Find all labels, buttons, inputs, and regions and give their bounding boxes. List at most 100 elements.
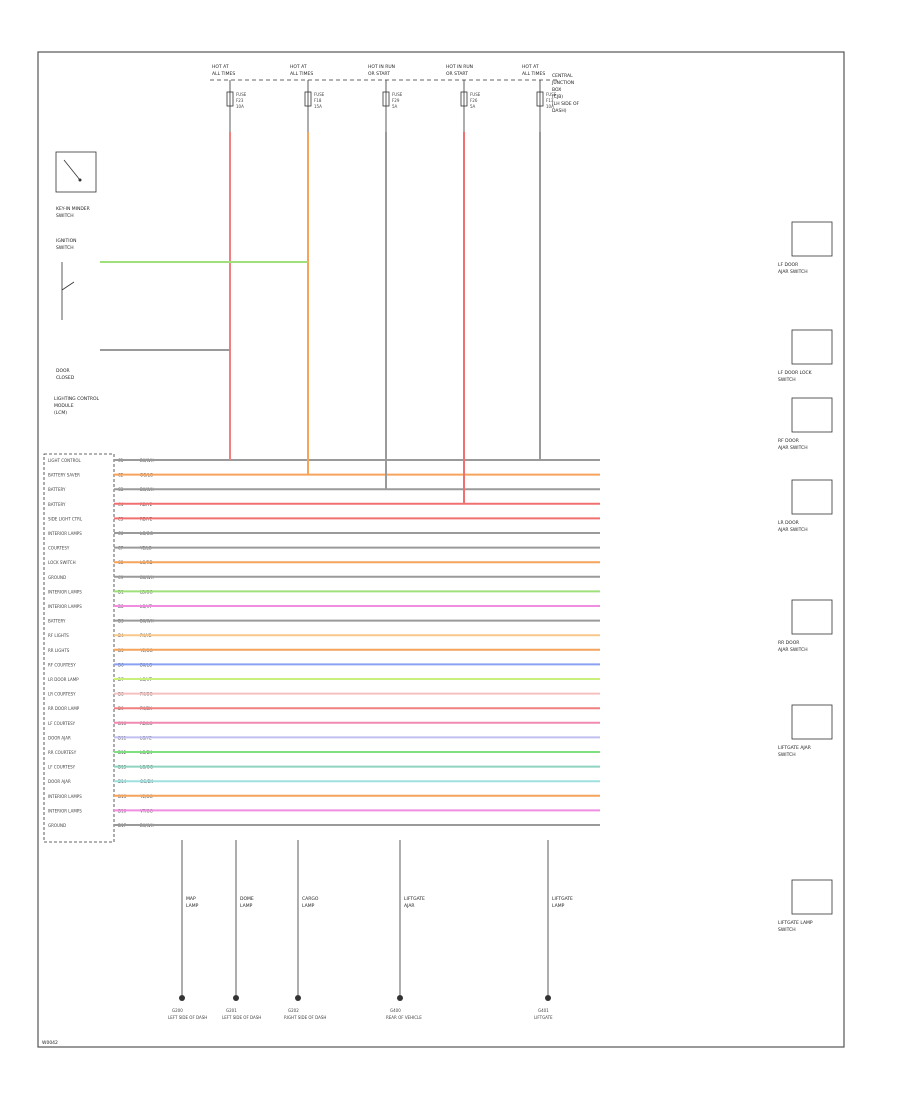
svg-text:LIGHTING CONTROL: LIGHTING CONTROL [54,396,100,402]
svg-text:AJAR: AJAR [404,903,415,909]
svg-text:SWITCH: SWITCH [56,245,74,251]
svg-text:RIGHT SIDE OF DASH: RIGHT SIDE OF DASH [284,1015,326,1020]
svg-text:INTERIOR LAMPS: INTERIOR LAMPS [48,531,82,536]
svg-text:BATTERY: BATTERY [48,487,66,492]
svg-text:SWITCH: SWITCH [56,213,74,219]
svg-text:FUSE: FUSE [236,92,247,97]
svg-text:AJAR SWITCH: AJAR SWITCH [778,527,808,533]
svg-text:GROUND: GROUND [48,823,66,828]
svg-text:LAMP: LAMP [240,903,253,909]
svg-text:MAP: MAP [186,896,196,902]
svg-text:CENTRAL: CENTRAL [552,73,573,79]
svg-text:RF COURTESY: RF COURTESY [48,662,76,667]
svg-text:(CJB): (CJB) [552,94,563,100]
svg-text:RF LIGHTS: RF LIGHTS [48,633,69,638]
svg-text:LIGHT CONTROL: LIGHT CONTROL [48,458,82,463]
diagram-border [37,51,845,1048]
svg-text:5A: 5A [392,104,398,109]
svg-text:G400: G400 [390,1008,401,1013]
lighting-control-module: LIGHTING CONTROL MODULE (LCM) LIGHT CONT… [43,396,154,843]
svg-text:G202: G202 [288,1008,299,1013]
svg-text:RR DOOR: RR DOOR [778,640,799,646]
svg-text:FUSE: FUSE [470,92,481,97]
svg-text:10A: 10A [546,104,554,109]
svg-text:ALL TIMES: ALL TIMES [212,71,235,77]
svg-text:F13: F13 [546,98,554,103]
svg-text:SWITCH: SWITCH [778,927,796,933]
svg-text:(LCM): (LCM) [54,410,67,416]
svg-text:BATTERY: BATTERY [48,619,66,624]
svg-text:SWITCH: SWITCH [778,752,796,758]
svg-text:G401: G401 [538,1008,549,1013]
svg-text:GROUND: GROUND [48,575,66,580]
svg-text:INTERIOR LAMPS: INTERIOR LAMPS [48,794,82,799]
svg-text:HOT IN RUN: HOT IN RUN [446,64,473,70]
svg-text:15A: 15A [314,104,322,109]
svg-text:OR START: OR START [368,71,390,77]
svg-text:LIFTGATE: LIFTGATE [552,896,573,902]
svg-text:CARGO: CARGO [302,896,319,902]
svg-text:BATTERY: BATTERY [48,502,66,507]
svg-text:SWITCH: SWITCH [778,377,796,383]
svg-text:AJAR SWITCH: AJAR SWITCH [778,445,808,451]
svg-text:RR DOOR LAMP: RR DOOR LAMP [48,706,80,711]
svg-text:INTERIOR LAMPS: INTERIOR LAMPS [48,808,82,813]
svg-text:RR COURTESY: RR COURTESY [48,750,77,755]
door-closed-switch: DOOR CLOSED [56,368,75,381]
svg-text:LAMP: LAMP [302,903,315,909]
svg-text:RF DOOR: RF DOOR [778,438,799,444]
svg-text:HOT AT: HOT AT [522,64,539,70]
svg-text:LOCK SWITCH: LOCK SWITCH [48,560,76,565]
svg-text:LIFTGATE LAMP: LIFTGATE LAMP [778,920,813,926]
svg-text:DOOR AJAR: DOOR AJAR [48,779,71,784]
svg-text:LF COURTESY: LF COURTESY [48,721,76,726]
svg-text:BATTERY SAVER: BATTERY SAVER [48,473,80,478]
svg-text:AJAR SWITCH: AJAR SWITCH [778,647,808,653]
svg-text:LF DOOR LOCK: LF DOOR LOCK [778,370,813,376]
svg-text:INTERIOR LAMPS: INTERIOR LAMPS [48,604,82,609]
svg-text:KEY-IN MINDER: KEY-IN MINDER [56,206,90,212]
svg-text:JUNCTION: JUNCTION [551,80,574,86]
svg-text:HOT IN RUN: HOT IN RUN [368,64,395,70]
svg-text:LIFTGATE: LIFTGATE [534,1015,553,1020]
svg-text:(LH SIDE OF: (LH SIDE OF [552,101,580,107]
svg-text:F23: F23 [236,98,244,103]
svg-text:DOOR AJAR: DOOR AJAR [48,735,71,740]
svg-text:INTERIOR LAMPS: INTERIOR LAMPS [48,589,82,594]
svg-text:CLOSED: CLOSED [56,375,75,381]
svg-text:LIFTGATE AJAR: LIFTGATE AJAR [778,745,811,751]
svg-text:LAMP: LAMP [186,903,199,909]
svg-text:LIFTGATE: LIFTGATE [404,896,425,902]
svg-text:IGNITION: IGNITION [56,238,77,244]
svg-text:G200: G200 [172,1008,183,1013]
svg-text:COURTESY: COURTESY [48,546,70,551]
svg-text:DASH): DASH) [552,108,567,114]
svg-text:ALL TIMES: ALL TIMES [522,71,545,77]
wire-harness [100,132,600,826]
svg-text:MODULE: MODULE [54,403,74,409]
svg-text:LEFT SIDE OF DASH: LEFT SIDE OF DASH [222,1015,261,1020]
svg-text:DOME: DOME [240,896,254,902]
footer-code: W0042 [42,1040,58,1046]
svg-text:F18: F18 [314,98,322,103]
svg-text:FUSE: FUSE [546,92,557,97]
svg-text:FUSE: FUSE [314,92,325,97]
svg-text:LR DOOR: LR DOOR [778,520,799,526]
